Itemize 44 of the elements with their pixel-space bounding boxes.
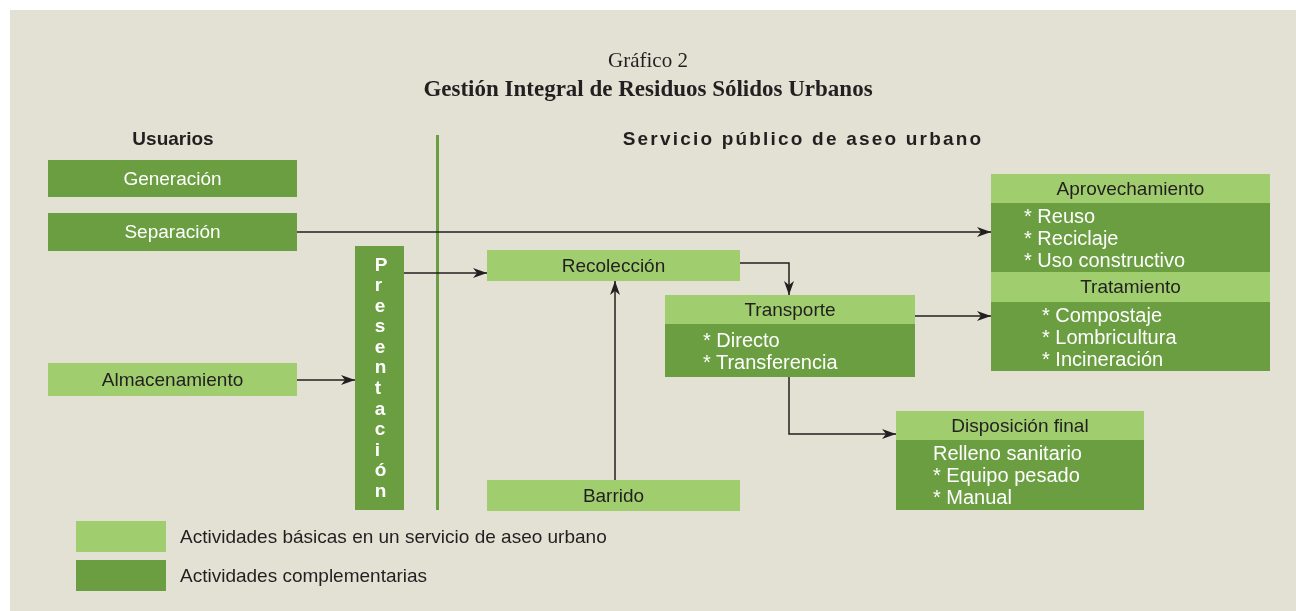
arrow [296, 375, 356, 385]
arrow [296, 227, 992, 237]
list-item: * Equipo pesado [933, 464, 1080, 486]
box-label: Recolección [561, 254, 666, 277]
box-heading: Disposición final [896, 411, 1144, 440]
list-item: * Uso constructivo [1024, 248, 1186, 271]
process-box [48, 160, 297, 197]
list-item: * Lombricultura [1042, 325, 1177, 348]
figure-number: Gráfico 2 [607, 48, 689, 73]
box-label: Barrido [582, 484, 645, 507]
list-item: * Reuso [1024, 204, 1096, 227]
list-item: * Compostaje [1042, 303, 1163, 326]
arrow [788, 376, 897, 439]
box-label: Generación [123, 167, 222, 190]
arrow [914, 311, 992, 321]
process-box [48, 363, 297, 396]
process-box [991, 272, 1270, 371]
box-heading: Tratamiento [991, 272, 1270, 302]
process-box [48, 213, 297, 251]
process-box [487, 250, 740, 281]
legend-label: Actividades complementarias [180, 564, 428, 587]
column-heading: Usuarios [132, 128, 214, 150]
list-item: * Directo [703, 328, 780, 351]
box-label: Separación [124, 221, 221, 243]
list-item: * Incineración [1042, 347, 1164, 370]
vertical-bar [355, 246, 404, 510]
arrow [610, 280, 620, 481]
list-item: * Reciclaje [1024, 226, 1119, 249]
box-heading: Transporte [665, 295, 915, 324]
process-box [991, 174, 1270, 272]
box-label: Almacenamiento [101, 368, 244, 391]
process-box [487, 480, 740, 511]
list-item: * Manual [933, 486, 1012, 508]
arrow [403, 268, 488, 278]
arrow [739, 262, 794, 296]
column-heading: Servicio público de aseo urbano [622, 128, 984, 150]
list-item: * Transferencia [703, 350, 838, 373]
box-heading: Aprovechamiento [991, 174, 1270, 203]
process-box [896, 411, 1144, 510]
vertical-label: Presentación [374, 254, 394, 502]
legend-label: Actividades básicas en un servicio de aseo urbano [180, 525, 607, 548]
process-box [665, 295, 915, 377]
title: Gestión Integral de Residuos Sólidos Urbanos [422, 76, 874, 102]
list-item: Relleno sanitario [933, 442, 1082, 464]
